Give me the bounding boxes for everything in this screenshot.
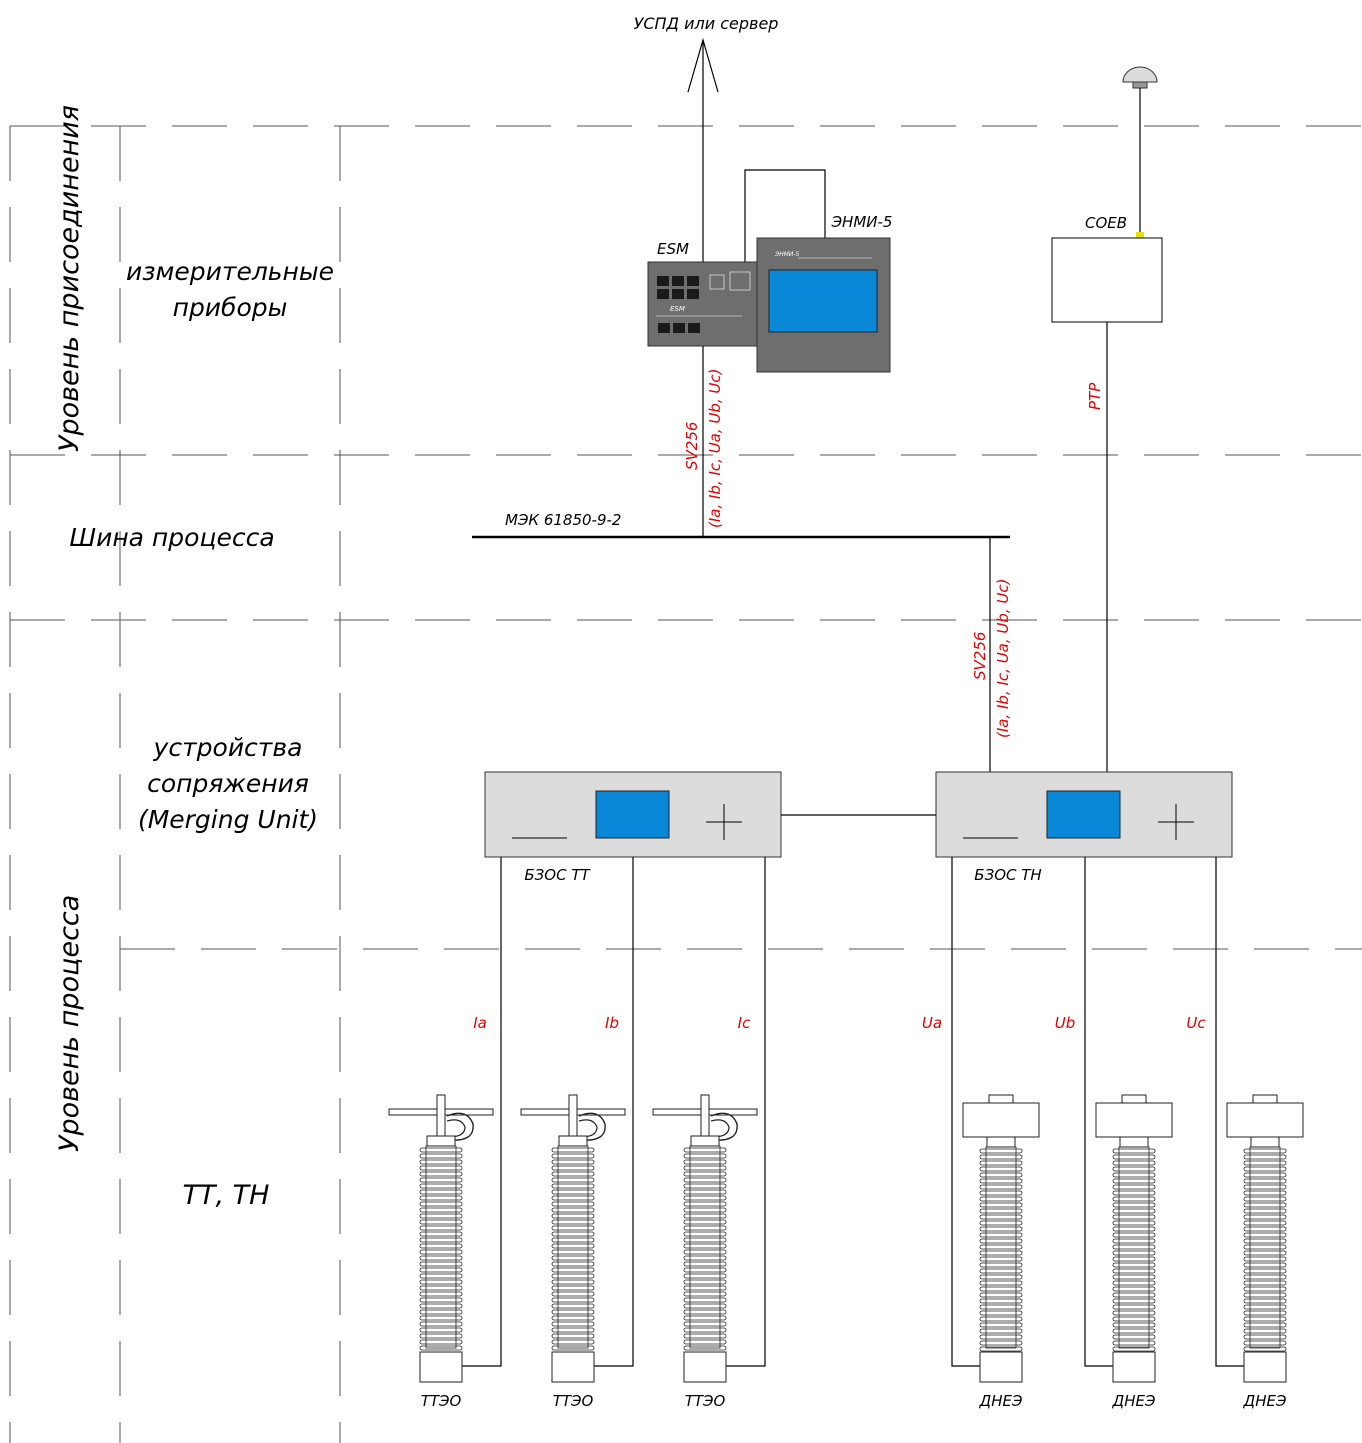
- sensor-vt2-label: ДНЕЭ: [1112, 1392, 1156, 1410]
- meters-label-line1: измерительные: [126, 257, 334, 286]
- gps-antenna-icon: [1122, 66, 1158, 238]
- phase-uc-label: Uc: [1186, 1014, 1206, 1032]
- sensor-vt1: [962, 1094, 1040, 1383]
- phase-ic-label: Ic: [738, 1014, 751, 1032]
- phase-ua-label: Ua: [922, 1014, 942, 1032]
- sensor-ct1-label: ТТЭО: [421, 1392, 462, 1410]
- soev-label: СОЕВ: [1085, 214, 1127, 232]
- bzos-tn-label: БЗОС ТН: [974, 866, 1041, 884]
- sensor-ct3-label: ТТЭО: [685, 1392, 726, 1410]
- sensor-ct2: [520, 1094, 626, 1383]
- level-process-label: Уровень процесса: [54, 895, 85, 1152]
- sensor-vt3: [1226, 1094, 1304, 1383]
- esm-switch-device: ESM: [647, 261, 759, 347]
- grid-lines: [9, 125, 1362, 1443]
- merging-unit-vt: [935, 771, 1233, 858]
- sv256-upper-label: SV256: [683, 422, 701, 470]
- enmi-screen: [768, 269, 878, 333]
- merging-unit-label-line1: устройства: [153, 733, 303, 762]
- sensor-vt1-label: ДНЕЭ: [979, 1392, 1023, 1410]
- sensors-group: [388, 1094, 1304, 1383]
- merging-unit-vt-screen: [1046, 790, 1121, 839]
- sensor-vt2: [1095, 1094, 1173, 1383]
- sensor-ct3: [652, 1094, 758, 1383]
- uplink-label: УСПД или сервер: [634, 14, 779, 33]
- phase-ib-label: Ib: [605, 1014, 619, 1032]
- phase-ub-label: Ub: [1055, 1014, 1076, 1032]
- merging-unit-label-line3: (Merging Unit): [138, 805, 318, 834]
- sv256-upper-signals: (Ia, Ib, Ic, Ua, Ub, Uc): [706, 368, 724, 528]
- sensor-vt3-label: ДНЕЭ: [1243, 1392, 1287, 1410]
- bzos-tt-label: БЗОС ТТ: [524, 866, 591, 884]
- esm-face-label: ESM: [670, 305, 685, 313]
- soev-device: [1051, 237, 1163, 323]
- enmi-label: ЭНМИ-5: [831, 213, 893, 231]
- merging-unit-label-line2: сопряжения: [147, 769, 309, 798]
- sv256-lower-signals: (Ia, Ib, Ic, Ua, Ub, Uc): [994, 578, 1012, 738]
- phase-wires: [462, 857, 1246, 1367]
- sensor-ct1: [388, 1094, 494, 1383]
- phase-ia-label: Ia: [473, 1014, 487, 1032]
- enmi-device: ЭНМИ-5: [756, 237, 891, 373]
- process-bus-label: Шина процесса: [69, 523, 274, 552]
- ptp-label: PTP: [1086, 382, 1104, 410]
- esm-label: ESM: [657, 240, 689, 258]
- bus-standard-label: МЭК 61850-9-2: [505, 511, 621, 529]
- enmi-face-label: ЭНМИ-5: [774, 251, 800, 258]
- merging-unit-ct: [484, 771, 782, 858]
- uplink-arrow: [687, 37, 719, 262]
- sensor-ct2-label: ТТЭО: [553, 1392, 594, 1410]
- sv256-lower-label: SV256: [971, 632, 989, 680]
- merging-unit-ct-screen: [595, 790, 670, 839]
- esm-enmi-link: [744, 169, 826, 262]
- meters-label-line2: приборы: [173, 293, 288, 322]
- ct-vt-label: ТТ, ТН: [183, 1180, 270, 1211]
- level-connection-label: Уровень присоединения: [54, 105, 85, 452]
